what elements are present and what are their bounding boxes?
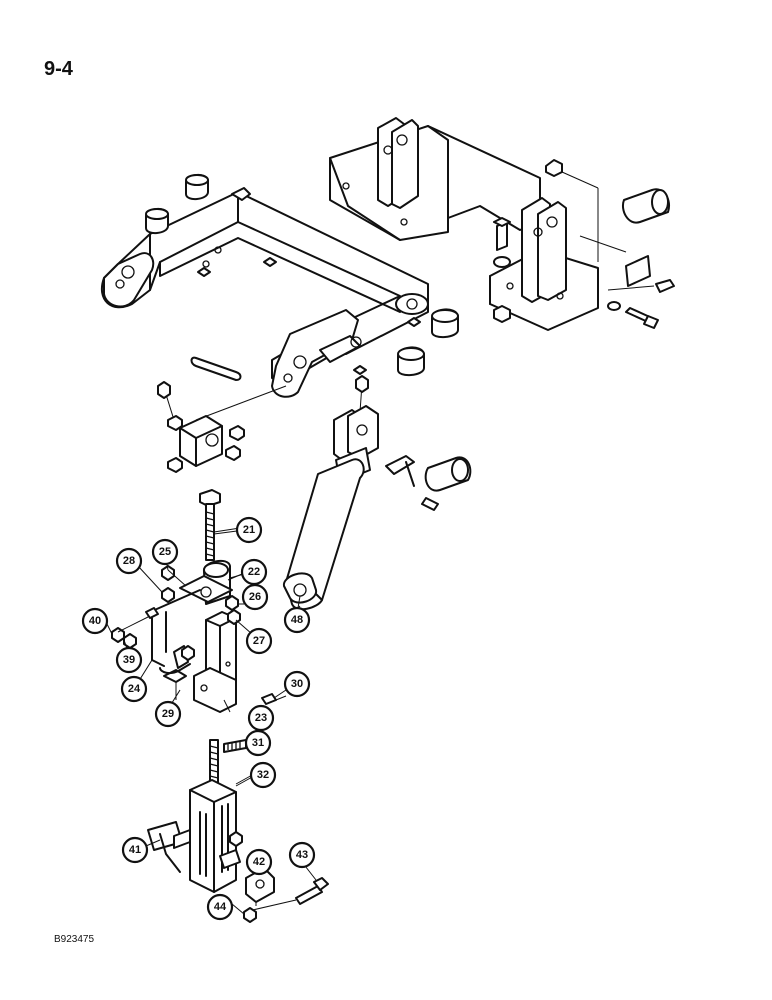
callout-27-text: 27 — [253, 635, 265, 647]
callout-48-text: 48 — [291, 614, 303, 626]
main-frame — [101, 174, 459, 398]
callout-43: 43 — [288, 841, 316, 869]
callout-42-text: 42 — [253, 856, 265, 868]
callout-26: 26 — [241, 583, 269, 611]
callout-42: 42 — [245, 848, 273, 876]
callout-31-text: 31 — [252, 737, 264, 749]
callout-21-text: 21 — [243, 524, 255, 536]
callout-29: 29 — [154, 700, 182, 728]
callout-44-text: 44 — [214, 901, 227, 913]
callout-31: 31 — [244, 729, 272, 757]
hydraulic-cylinder — [282, 375, 472, 611]
callout-30-text: 30 — [291, 678, 303, 690]
callout-25: 25 — [151, 538, 179, 566]
clevis-yoke — [147, 773, 255, 893]
callout-23-text: 23 — [255, 712, 267, 724]
callout-41: 41 — [121, 836, 149, 864]
callout-28: 28 — [115, 547, 143, 575]
callout-22-text: 22 — [248, 566, 260, 578]
callout-43-text: 43 — [296, 849, 308, 861]
link-rod-assembly — [111, 589, 201, 700]
callout-28-text: 28 — [123, 555, 135, 567]
callout-48: 48 — [283, 606, 311, 634]
callout-39: 39 — [115, 646, 143, 674]
callout-40-text: 40 — [89, 615, 101, 627]
callout-26-text: 26 — [249, 591, 261, 603]
control-bracket — [161, 559, 245, 605]
callout-25-text: 25 — [159, 546, 171, 558]
adjuster-tube — [193, 595, 287, 713]
long-bolt — [199, 489, 241, 561]
callout-44: 44 — [206, 893, 234, 921]
page-label: 9-4 — [44, 58, 73, 80]
callout-22: 22 — [240, 558, 268, 586]
callout-40: 40 — [81, 607, 109, 635]
lift-link-block — [157, 381, 287, 473]
hardware-42-44 — [243, 867, 329, 923]
callout-21: 21 — [235, 516, 263, 544]
callout-27: 27 — [245, 627, 273, 655]
callout-24-text: 24 — [128, 683, 141, 695]
mounting-bracket — [329, 117, 675, 331]
callout-32-text: 32 — [257, 769, 269, 781]
figure-code: B923475 — [54, 934, 95, 945]
callout-39-text: 39 — [123, 654, 135, 666]
callout-41-text: 41 — [129, 844, 141, 856]
callout-23: 23 — [247, 704, 275, 732]
callout-32: 32 — [249, 761, 277, 789]
threaded-rod — [209, 739, 247, 785]
callout-30: 30 — [283, 670, 311, 698]
callout-24: 24 — [120, 675, 148, 703]
callout-29-text: 29 — [162, 708, 174, 720]
